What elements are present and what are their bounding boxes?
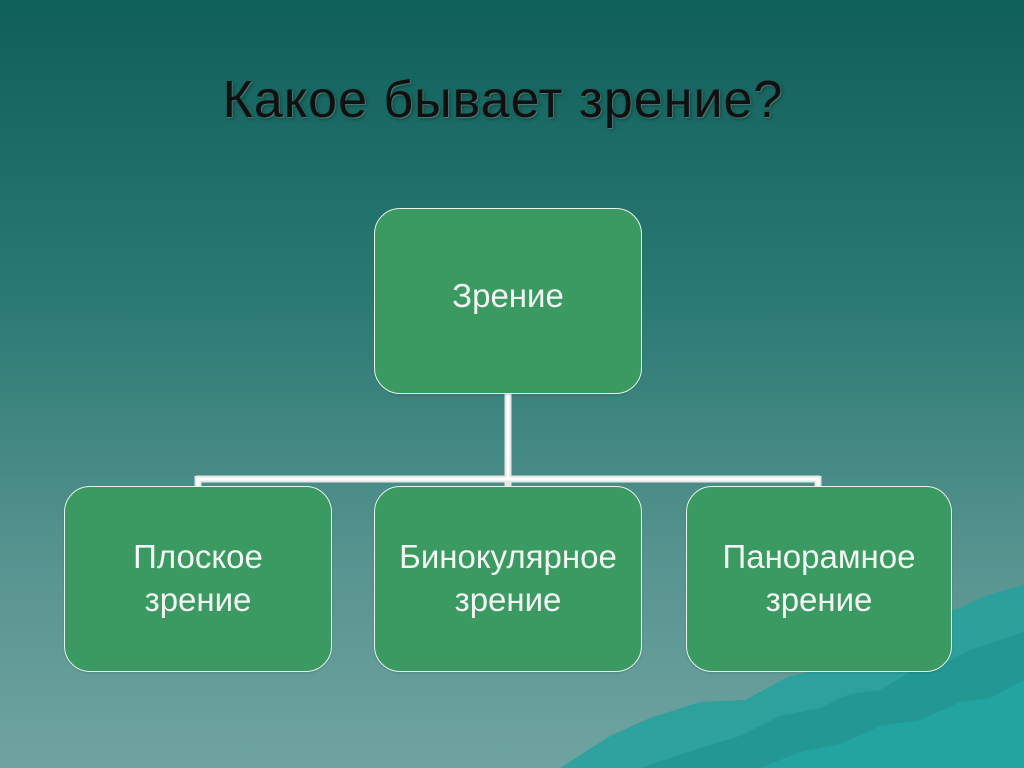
- child-node-label: Плоское зрение: [133, 538, 263, 618]
- child-node-label: Панорамное зрение: [722, 538, 916, 618]
- child-node-label: Бинокулярное зрение: [399, 538, 617, 618]
- child-node-flat-vision: Плоское зрение: [64, 486, 332, 672]
- slide-title: Какое бывает зрение?: [222, 71, 784, 129]
- child-node-binocular-vision: Бинокулярное зрение: [374, 486, 642, 672]
- root-node-label: Зрение: [452, 276, 564, 314]
- child-node-panoramic-vision: Панорамное зрение: [686, 486, 952, 672]
- root-node-vision: Зрение: [374, 208, 642, 394]
